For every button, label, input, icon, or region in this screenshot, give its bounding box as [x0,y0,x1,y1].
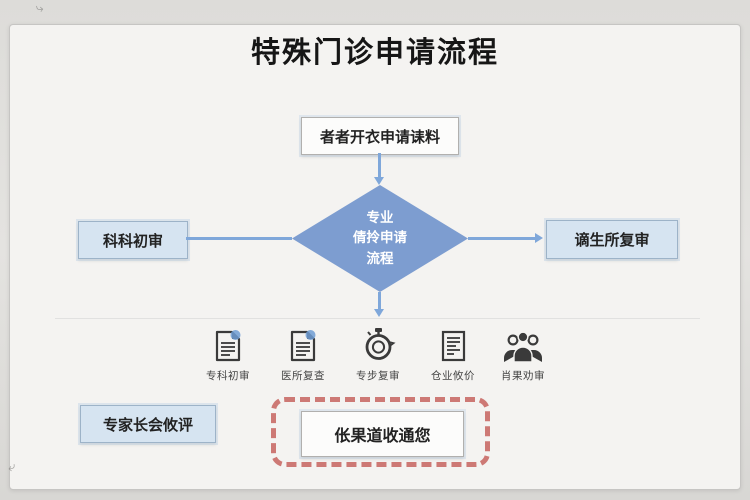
step-label: 肖果劝审 [501,370,545,382]
diamond-line-3: 流程 [366,250,394,266]
arrow-diamond-to-right [468,233,543,243]
flow-node-application-material: 者者开衣申请诔料 [301,117,459,155]
line-left-to-diamond [186,237,292,240]
step-item-4: 仓业攸价 [417,325,489,383]
flow-node-label: 科科初审 [102,232,163,250]
document-search-icon [209,325,247,365]
page-curl-top-icon: ⤷ [34,0,45,16]
step-item-3: 专步复审 [342,325,414,383]
step-item-1: 专科初审 [192,325,264,383]
flow-node-expert-review: 专家长会攸评 [80,405,216,443]
flow-node-label: 专家长会攸评 [102,416,193,434]
diamond-label: 专业 倩拎申请 流程 [292,185,468,292]
step-item-5: 肖果劝审 [487,325,559,383]
step-label: 专步复审 [356,370,400,382]
arrow-top-to-diamond [374,153,384,185]
steps-divider-line [55,318,700,319]
diamond-line-2: 倩拎申请 [353,230,407,246]
diamond-shape [292,185,468,292]
flow-node-result: 伥果道收通您 [301,411,464,457]
flow-decision-diamond: 专业 倩拎申请 流程 [292,185,468,292]
diamond-line-1: 专业 [366,210,394,226]
document-search-icon [284,325,322,365]
page-title: 特殊门诊申请流程 [250,37,499,69]
flow-node-first-review: 科科初审 [78,221,188,259]
flow-node-label: 伥果道收通您 [334,428,431,445]
result-highlight-border [271,397,490,467]
step-label: 专科初审 [206,370,250,382]
flow-node-label: 者者开衣申请诔料 [319,128,440,146]
step-label: 仓业攸价 [431,370,475,382]
step-item-2: 医所复查 [267,325,339,383]
step-label: 医所复查 [281,370,325,382]
arrow-diamond-to-steps [374,292,384,317]
people-group-icon [500,325,546,365]
flow-node-label: 谪生所复审 [574,232,650,249]
flow-node-recheck: 谪生所复审 [546,220,678,259]
stopwatch-icon [358,325,398,365]
document-icon [434,325,472,365]
